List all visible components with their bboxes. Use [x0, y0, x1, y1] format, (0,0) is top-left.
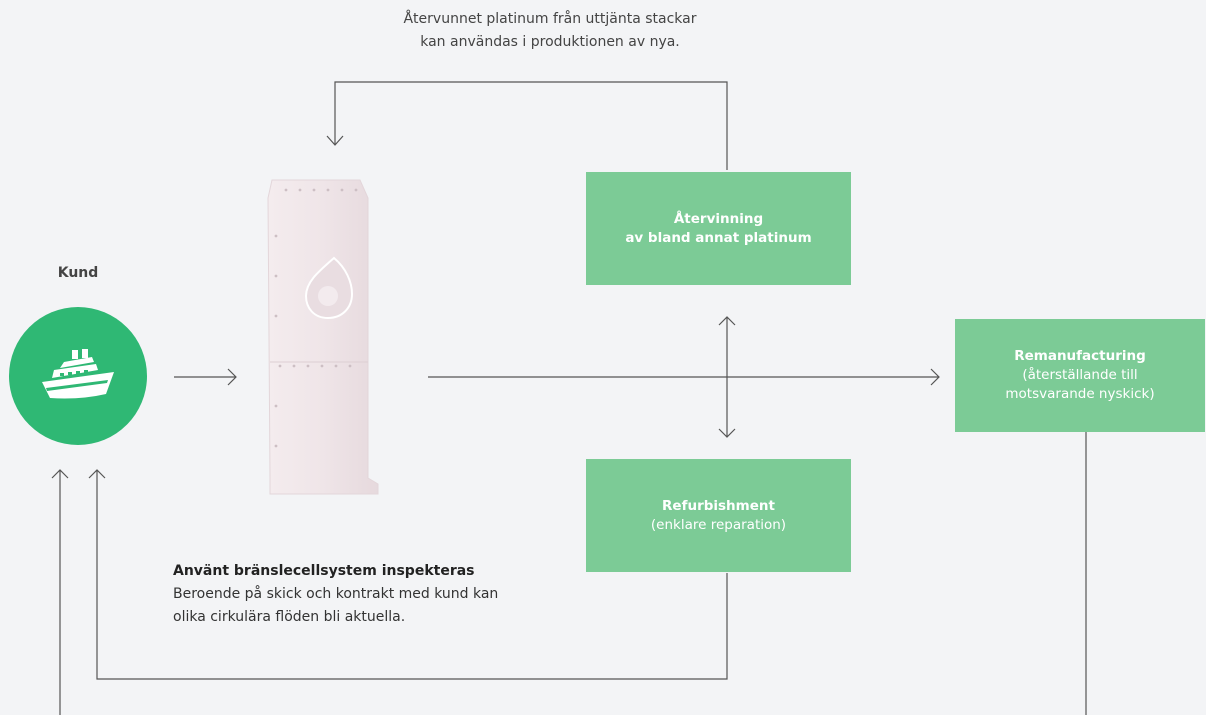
inspection-body-line-1: Beroende på skick och kontrakt med kund …	[173, 586, 499, 602]
recycling-box: Återvinning av bland annat platinum	[586, 172, 851, 285]
recycling-title: Återvinning	[673, 210, 764, 227]
customer-circle	[9, 307, 147, 445]
fuel-cell-stack-image	[267, 179, 379, 495]
refurbishment-box: Refurbishment (enklare reparation)	[586, 459, 851, 572]
top-note: Återvunnet platinum från uttjänta stacka…	[330, 8, 770, 54]
remanufacturing-subtitle-line-2: motsvarande nyskick)	[1005, 386, 1155, 402]
remanufacturing-title: Remanufacturing	[1014, 348, 1146, 364]
remanufacturing-box: Remanufacturing (återställande till mots…	[955, 319, 1205, 432]
inspection-title: Använt bränslecellsystem inspekteras	[173, 563, 475, 579]
ship-icon	[42, 349, 114, 399]
double-arrow-vertical	[718, 316, 736, 438]
customer-to-stack-arrow	[174, 368, 237, 386]
refurbishment-title: Refurbishment	[662, 497, 775, 514]
reman-return-line	[51, 432, 1087, 715]
refurbishment-subtitle: (enklare reparation)	[650, 516, 787, 533]
recycling-subtitle: av bland annat platinum	[625, 229, 812, 246]
top-note-line-1: Återvunnet platinum från uttjänta stacka…	[403, 11, 697, 27]
top-note-line-2: kan användas i produktionen av nya.	[420, 34, 680, 50]
recycle-return-line	[334, 81, 728, 170]
inspection-description: Använt bränslecellsystem inspekteras Ber…	[173, 560, 553, 629]
recycle-return-arrowhead	[326, 135, 344, 146]
remanufacturing-subtitle-line-1: (återställande till	[1022, 367, 1138, 383]
stack-to-reman-arrow	[428, 368, 940, 386]
customer-label: Kund	[57, 265, 99, 281]
refurb-return-line	[88, 469, 728, 680]
inspection-body-line-2: olika cirkulära flöden bli aktuella.	[173, 609, 406, 625]
